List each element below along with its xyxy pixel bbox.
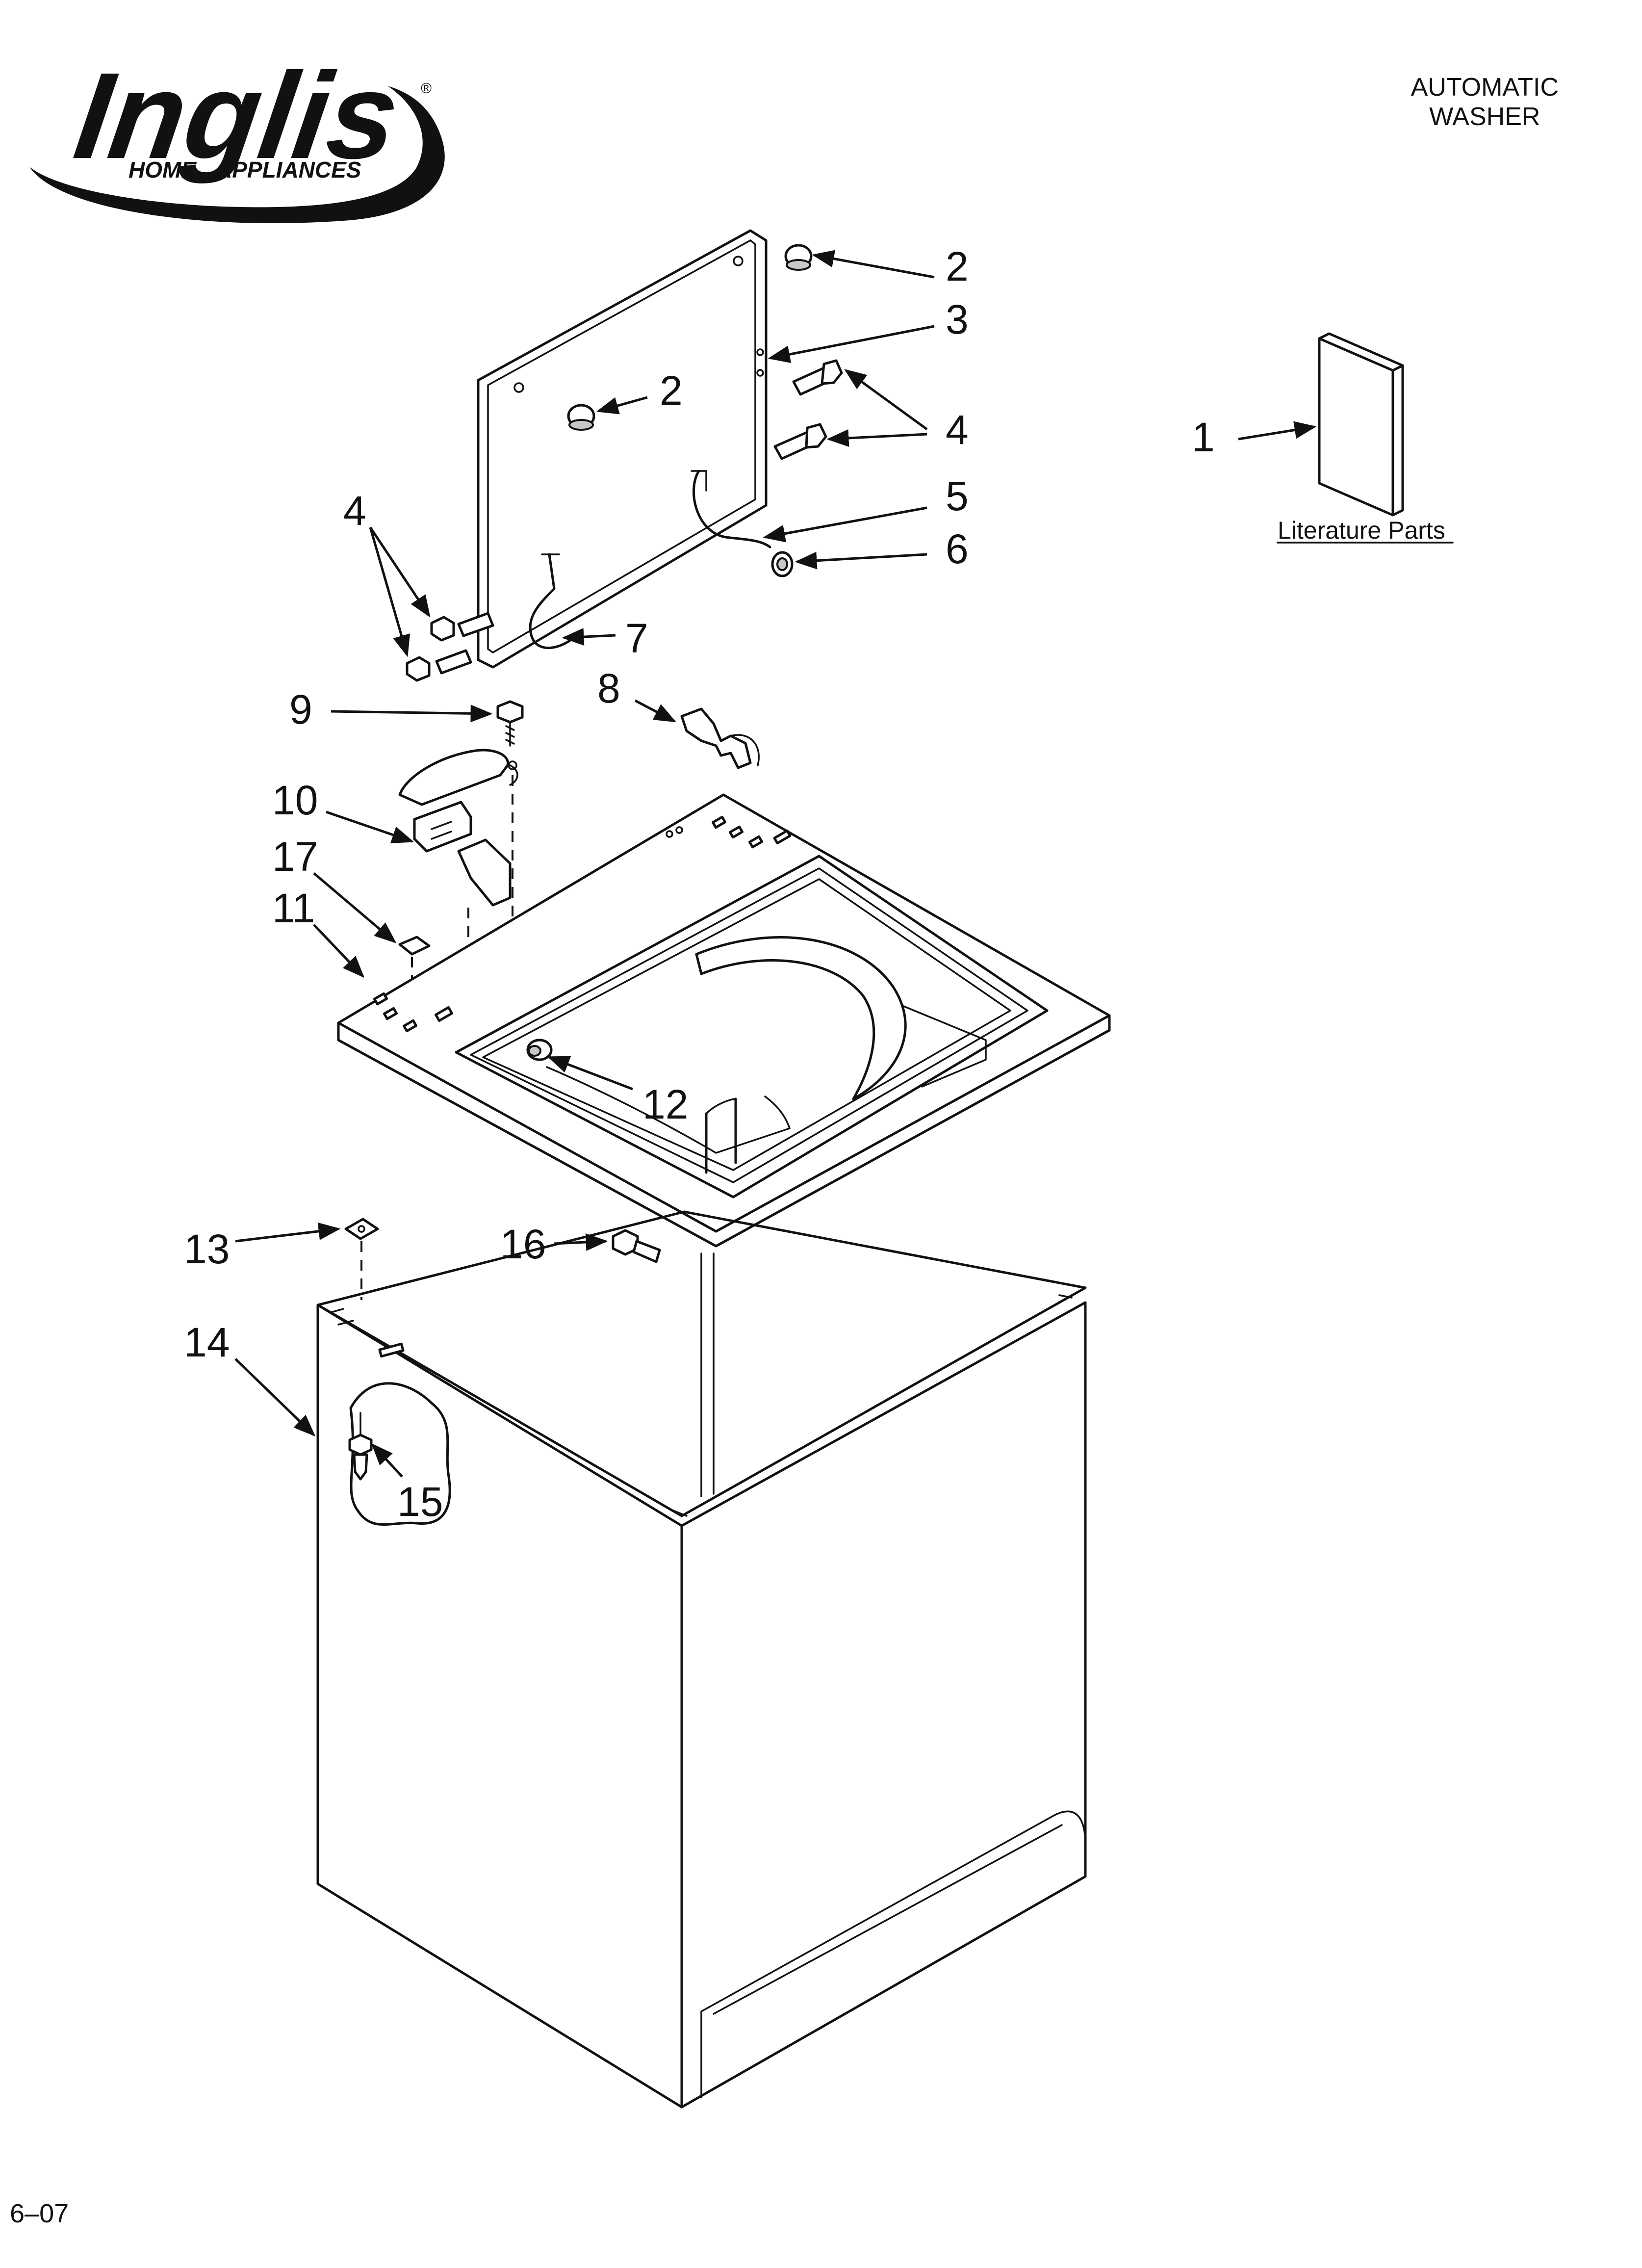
cabinet-screw	[612, 1229, 661, 1263]
brand-logo: Inglis ® HOME APPLIANCES	[29, 48, 445, 224]
callout-5: 5	[946, 473, 969, 519]
brand-name: Inglis	[67, 48, 407, 184]
callout-numbers: 1 2 3 2 4 5 6 4 7 8 9 10 17 11 12 13 16 …	[184, 243, 1215, 1525]
callout-17: 17	[272, 834, 318, 880]
callout-11: 11	[272, 885, 315, 931]
literature-parts-label: Literature Parts	[1278, 517, 1445, 544]
cabinet	[316, 1210, 1087, 2109]
revision-date: 6–07	[10, 2199, 69, 2228]
callout-10: 10	[272, 777, 318, 823]
callout-arrows	[234, 250, 1317, 1478]
callout-14: 14	[184, 1319, 230, 1365]
brand-trademark: ®	[421, 80, 432, 97]
callout-1: 1	[1192, 414, 1215, 460]
product-title-line1: AUTOMATIC	[1411, 73, 1559, 102]
callout-8: 8	[597, 665, 620, 711]
washer-lid	[477, 229, 771, 669]
tub-plug	[526, 1039, 553, 1061]
literature-parts: Literature Parts	[1277, 332, 1454, 544]
brand-sub-home: HOME	[128, 157, 197, 182]
hinge-screw-right-upper	[792, 359, 843, 396]
hinge-screw-left-upper	[430, 612, 494, 642]
callout-6: 6	[946, 526, 969, 572]
lid-switch-assembly	[398, 749, 518, 907]
lid-bumper-upper	[784, 244, 813, 271]
hinge-grommet	[771, 551, 794, 577]
callout-9: 9	[289, 686, 312, 732]
callout-4-right: 4	[946, 407, 969, 453]
hinge-screw-left-lower	[406, 649, 472, 682]
lid-bumper-lower	[567, 404, 595, 431]
callout-13: 13	[184, 1226, 230, 1272]
switch-bracket-clip	[398, 936, 431, 956]
product-title: AUTOMATIC WASHER	[1411, 73, 1559, 131]
product-title-line2: WASHER	[1429, 103, 1540, 131]
callout-2-upper: 2	[946, 243, 969, 289]
callout-16: 16	[500, 1221, 546, 1267]
lid-switch-screw	[496, 700, 524, 747]
top-cover	[337, 793, 1111, 1248]
callout-12: 12	[642, 1081, 688, 1127]
brand-sub-appliances: APPLIANCES	[215, 157, 361, 182]
hinge-screw-right-lower	[773, 423, 827, 460]
callout-7: 7	[625, 615, 648, 661]
callout-15: 15	[397, 1479, 443, 1525]
callout-2-lower: 2	[660, 367, 683, 414]
callout-4-left: 4	[343, 488, 366, 534]
lid-clip	[680, 707, 760, 769]
callout-3: 3	[946, 296, 969, 342]
clip-nut	[344, 1218, 379, 1240]
